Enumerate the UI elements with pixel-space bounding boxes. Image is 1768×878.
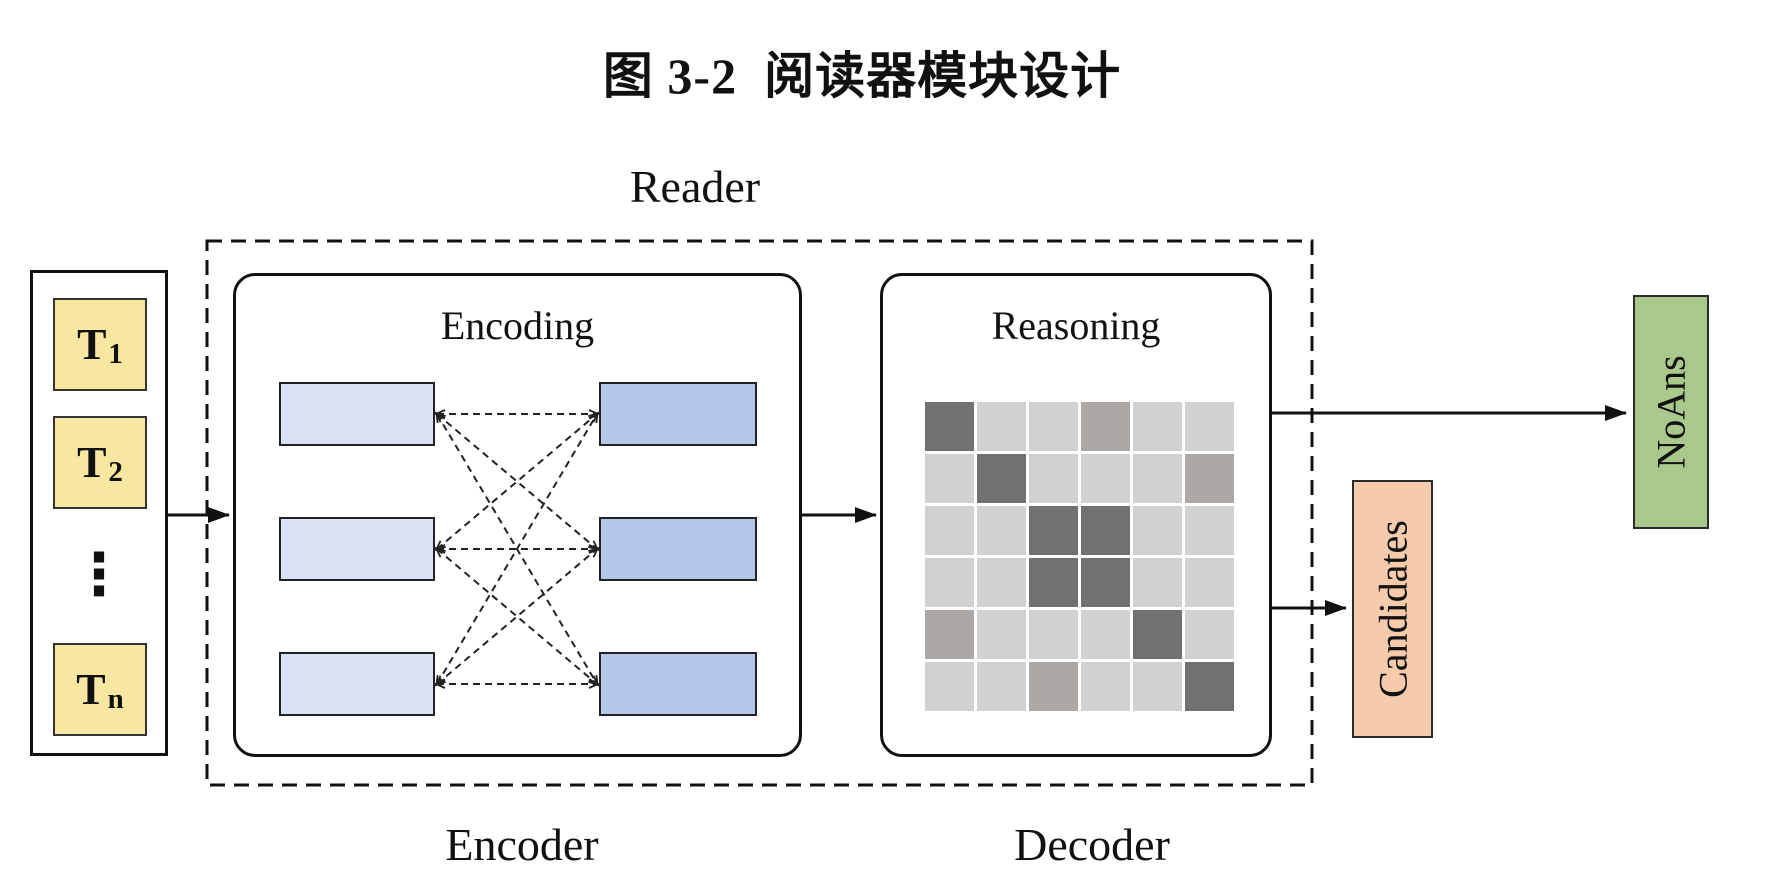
- attention-matrix: [925, 402, 1234, 711]
- token-t1-base: T: [77, 320, 107, 369]
- token-t1-subscript: 1: [108, 338, 123, 370]
- attention-cell-r5c2: [1029, 662, 1078, 711]
- attention-cell-r0c2: [1029, 402, 1078, 451]
- attention-cell-r0c3: [1081, 402, 1130, 451]
- attention-cell-r2c3: [1081, 506, 1130, 555]
- attention-cell-r0c1: [977, 402, 1026, 451]
- attention-cell-r1c4: [1133, 454, 1182, 503]
- figure-caption: 图 3-2 阅读器模块设计: [602, 48, 1122, 104]
- candidates-output-box: Candidates: [1352, 480, 1433, 738]
- attention-cell-r2c0: [925, 506, 974, 555]
- attention-cell-r3c1: [977, 558, 1026, 607]
- attention-cell-r3c4: [1133, 558, 1182, 607]
- attention-cell-r4c2: [1029, 610, 1078, 659]
- reasoning-module-box: Reasoning: [880, 273, 1272, 757]
- attention-cell-r1c1: [977, 454, 1026, 503]
- attention-cell-r1c5: [1185, 454, 1234, 503]
- token-tn-base: T: [76, 665, 106, 714]
- attention-cell-r2c2: [1029, 506, 1078, 555]
- attention-cell-r3c5: [1185, 558, 1234, 607]
- attention-cell-r4c5: [1185, 610, 1234, 659]
- attention-cell-r5c4: [1133, 662, 1182, 711]
- candidates-label: Candidates: [1370, 520, 1415, 698]
- token-ellipsis: ⋮: [70, 540, 128, 608]
- attention-cell-r3c2: [1029, 558, 1078, 607]
- encoding-output-box-2: [599, 517, 757, 581]
- reader-label: Reader: [629, 161, 761, 212]
- encoding-output-box-3: [599, 652, 757, 716]
- noans-output-box: NoAns: [1633, 295, 1709, 529]
- attention-cell-r4c0: [925, 610, 974, 659]
- attention-cell-r2c4: [1133, 506, 1182, 555]
- attention-cell-r0c4: [1133, 402, 1182, 451]
- encoding-module-box: Encoding: [233, 273, 802, 757]
- attention-cell-r2c1: [977, 506, 1026, 555]
- attention-cell-r1c2: [1029, 454, 1078, 503]
- token-tn-subscript: n: [107, 683, 124, 715]
- token-t2-base: T: [77, 438, 107, 487]
- attention-cell-r1c3: [1081, 454, 1130, 503]
- attention-cell-r4c3: [1081, 610, 1130, 659]
- attention-cell-r4c1: [977, 610, 1026, 659]
- attention-cell-r3c3: [1081, 558, 1130, 607]
- decoder-label: Decoder: [1014, 819, 1170, 870]
- encoding-output-box-1: [599, 382, 757, 446]
- attention-cell-r5c3: [1081, 662, 1130, 711]
- attention-cell-r5c1: [977, 662, 1026, 711]
- attention-cell-r4c4: [1133, 610, 1182, 659]
- attention-cell-r5c5: [1185, 662, 1234, 711]
- attention-cell-r2c5: [1185, 506, 1234, 555]
- encoding-title: Encoding: [440, 303, 595, 348]
- encoding-input-box-3: [279, 652, 435, 716]
- encoding-input-box-1: [279, 382, 435, 446]
- attention-cell-r0c0: [925, 402, 974, 451]
- noans-label: NoAns: [1648, 355, 1694, 469]
- attention-cell-r5c0: [925, 662, 974, 711]
- encoding-input-box-2: [279, 517, 435, 581]
- attention-cell-r3c0: [925, 558, 974, 607]
- attention-cell-r0c5: [1185, 402, 1234, 451]
- encoder-label: Encoder: [445, 819, 599, 870]
- token-t2-subscript: 2: [108, 456, 123, 488]
- attention-cell-r1c0: [925, 454, 974, 503]
- reasoning-title: Reasoning: [991, 303, 1161, 348]
